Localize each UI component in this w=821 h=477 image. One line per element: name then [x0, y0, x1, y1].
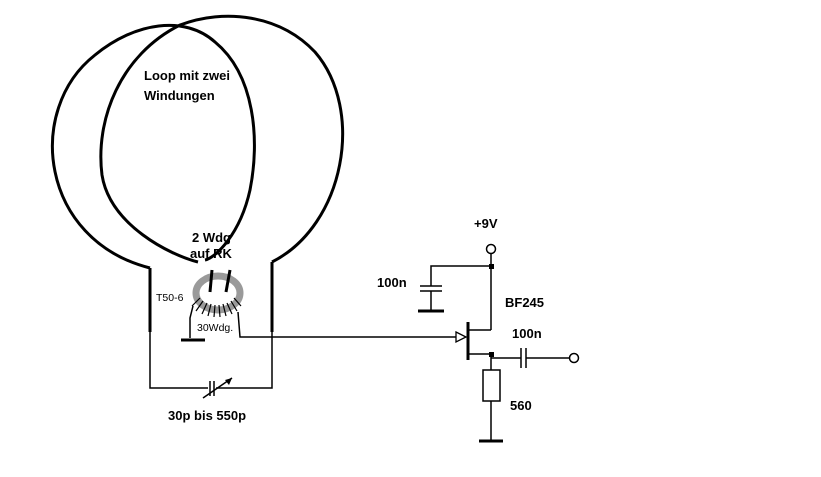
transistor-label: BF245 [505, 295, 544, 310]
source-resistor [482, 369, 501, 402]
toroid-gate-lead [237, 311, 458, 338]
toroid-core [191, 269, 244, 318]
coupling-winding-left [208, 269, 214, 293]
toroid-ground-lead [189, 305, 194, 338]
coupling-label-line2: auf RK [190, 246, 233, 261]
jfet-gate-arrow [455, 330, 468, 344]
loop-turn-right [99, 14, 345, 264]
tuning-wire [149, 332, 208, 389]
tuning-capacitor [149, 332, 273, 399]
supply-junction [489, 264, 494, 269]
jfet-source [468, 353, 492, 370]
tuning-capacitor-label: 30p bis 550p [168, 408, 246, 423]
jfet-transistor [455, 322, 492, 370]
loop-label-line2: Windungen [144, 88, 215, 103]
tuning-wire-right [216, 332, 273, 389]
toroid-winding-label: 30Wdg. [197, 322, 233, 334]
coupling-label-line1: 2 Wdg [192, 230, 231, 245]
source-junction [489, 352, 494, 357]
loop-label-line1: Loop mit zwei [144, 68, 230, 83]
toroid-ring [192, 272, 244, 314]
bypass-cap-wire [430, 265, 491, 286]
tuning-arrowhead [225, 378, 232, 385]
loop-antenna [51, 14, 345, 332]
toroid-secondary-winding [191, 297, 242, 318]
supply-voltage-label: +9V [474, 216, 498, 231]
loop-turn-left [51, 23, 256, 270]
output-cap-label: 100n [512, 326, 542, 341]
output-terminal [568, 352, 580, 364]
toroid-type-label: T50-6 [156, 292, 184, 304]
source-resistor-label: 560 [510, 398, 532, 413]
supply-terminal [485, 243, 497, 255]
coupling-winding-right [224, 269, 232, 293]
bypass-cap-label: 100n [377, 275, 407, 290]
